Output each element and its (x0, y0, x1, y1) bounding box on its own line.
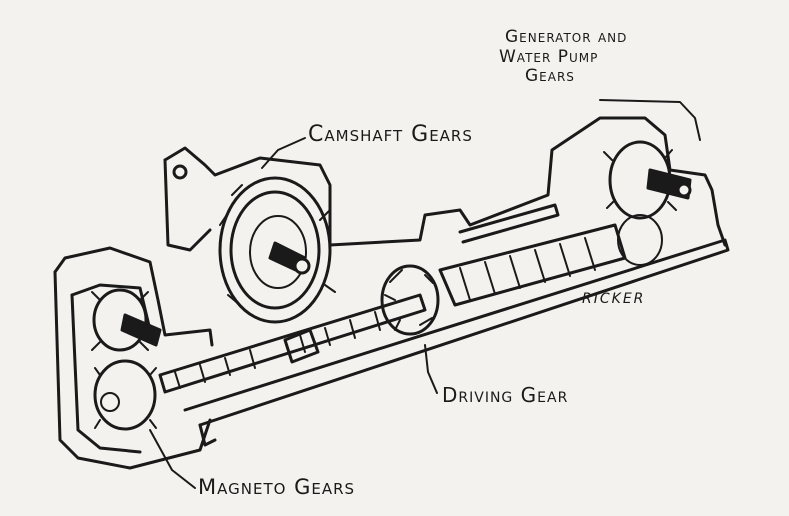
generator-label-line-1: Generator and (505, 27, 628, 47)
magneto-gears-label: Magneto Gears (198, 475, 356, 499)
driving-gear (283, 264, 440, 364)
artist-signature: RICKER (582, 291, 646, 307)
generator-label-line-3: Gears (525, 66, 575, 87)
driving-gear-label: Driving Gear (442, 383, 569, 407)
leader-lines (149, 99, 701, 489)
generator-gears (603, 140, 692, 266)
magneto-gears (91, 288, 162, 431)
camshaft-gear (218, 176, 336, 324)
generator-water-pump-gears-label: Generator and Water Pump Gears (499, 27, 628, 87)
gear-case (53, 116, 730, 470)
generator-label-line-2: Water Pump (499, 46, 599, 67)
camshaft-gears-label: Camshaft Gears (308, 122, 473, 147)
